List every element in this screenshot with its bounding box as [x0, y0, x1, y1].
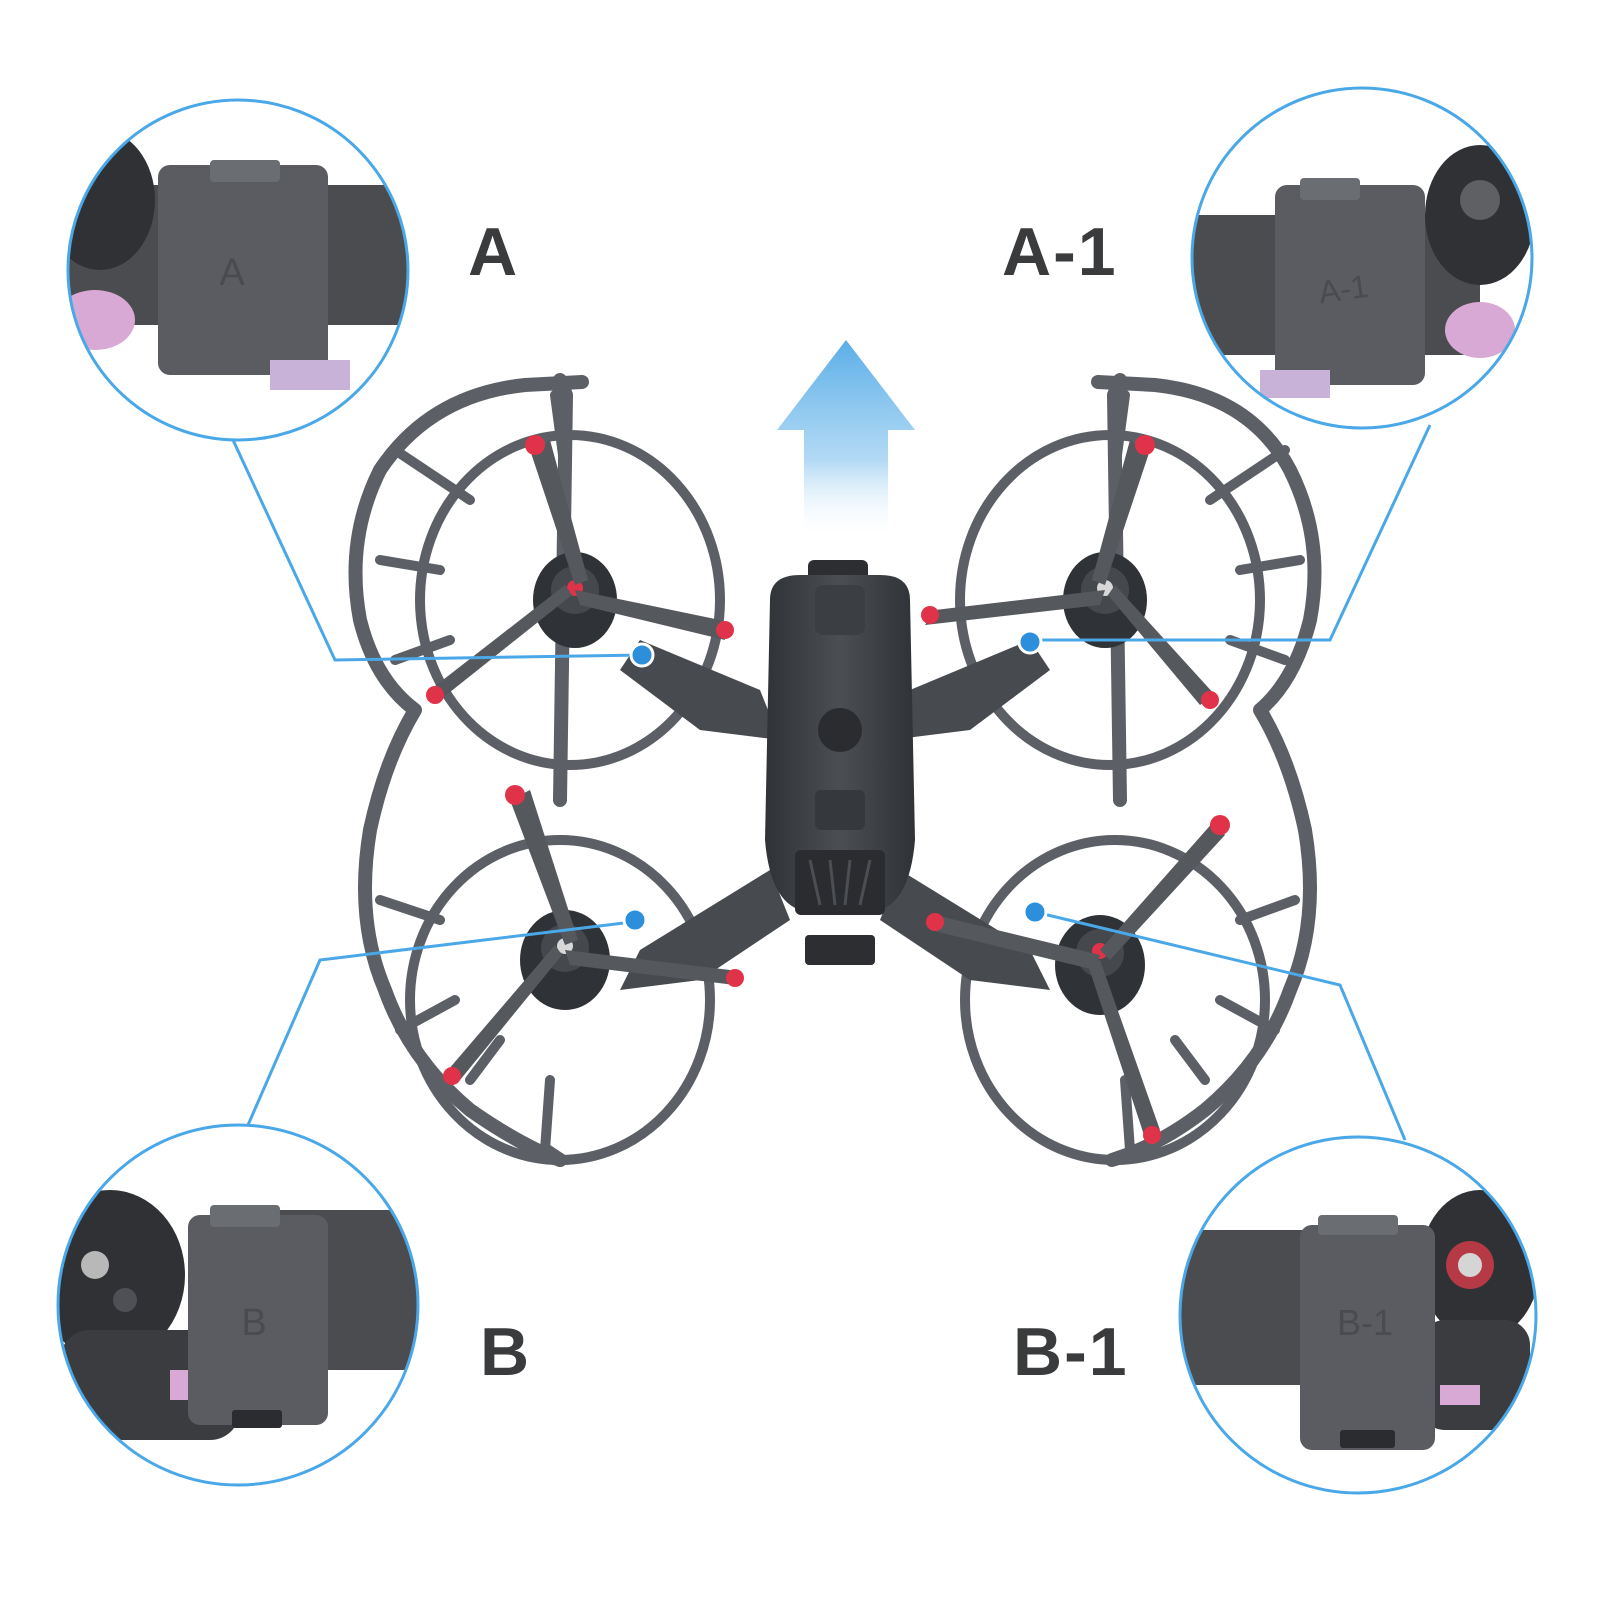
zoom-circle-a1: A-1 [1190, 86, 1534, 430]
drone-body [765, 560, 915, 965]
zoom-circle-a: A [66, 98, 410, 442]
propellers-front-left [426, 435, 734, 704]
embossed-mark-b: B [241, 1302, 266, 1344]
up-arrow-icon [777, 340, 915, 540]
embossed-mark-b1: B-1 [1337, 1302, 1393, 1343]
propeller-guard-frame-right [955, 373, 1322, 1167]
label-a: A [468, 214, 520, 290]
propeller-guard-frame-left [348, 373, 725, 1167]
propellers-rear-left [443, 785, 744, 1085]
motor-rear-left [520, 910, 610, 1010]
label-b1: B-1 [1013, 1314, 1129, 1390]
label-a1: A-1 [1002, 214, 1118, 290]
propellers-front-right [921, 435, 1219, 709]
label-b: B [480, 1314, 532, 1390]
zoom-circle-b: B [56, 1123, 420, 1487]
embossed-mark-a: A [219, 252, 245, 294]
embossed-mark-a1: A-1 [1316, 268, 1370, 311]
propellers-rear-right [926, 815, 1230, 1144]
callout-dots [622, 629, 1048, 933]
callout-lines [231, 424, 1432, 1141]
zoom-circle-b1: B-1 [1178, 1135, 1538, 1495]
